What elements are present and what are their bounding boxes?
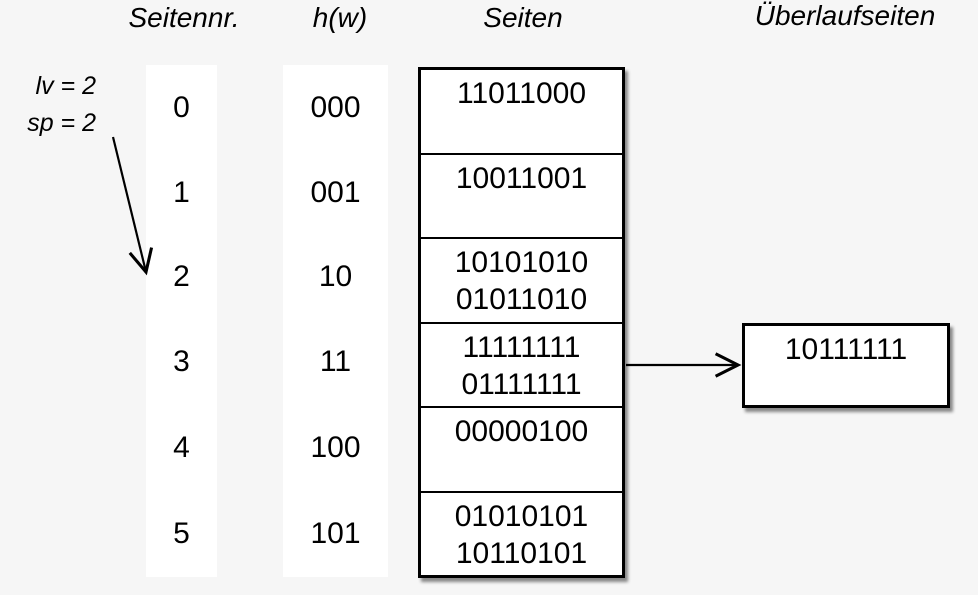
page-number-3: 3 [173,345,190,378]
page-entry: 10110101 [455,536,588,570]
page-number-2: 2 [173,260,190,293]
page-number-1: 1 [173,176,190,209]
page-entry: 11111111 [462,330,581,364]
split-pointer-arrow [111,136,154,276]
page-entry: 01010101 [454,499,589,533]
header-pages: Seiten [483,2,563,33]
header-page-number: Seitennr. [128,2,240,33]
split-pointer-label: sp = 2 [27,109,96,137]
page-row-0: 11011000 [421,70,622,155]
hash-value-3: 11 [319,345,352,378]
page-row-1: 10011001 [421,155,622,239]
state-annotation: lv = 2 sp = 2 [10,68,96,142]
header-hash-function: h(w) [312,2,368,33]
hash-value-5: 101 [310,517,361,550]
page-number-5: 5 [173,517,190,550]
page-entry: 01011010 [455,283,588,316]
hash-value-2: 10 [318,260,353,293]
page-number-0: 0 [173,91,190,124]
page-entry: 10101010 [454,246,589,279]
hash-value-4: 100 [310,431,361,464]
page-entry: 11011000 [456,77,587,110]
hash-value-1: 001 [310,176,361,209]
page-number-column [146,65,217,577]
overflow-page-entry: 10111111 [784,333,908,366]
level-label: lv = 2 [35,72,96,100]
page-row-4: 00000100 [421,408,622,493]
header-overflow-pages: Überlaufseiten [754,0,936,31]
overflow-page-box: 10111111 [742,323,950,408]
page-number-4: 4 [173,431,190,464]
hash-value-column [283,65,388,577]
hash-value-0: 000 [310,91,361,124]
page-entry: 01111111 [461,367,582,401]
page-row-5: 01010101 10110101 [421,493,622,576]
pages-table: 11011000 10011001 10101010 01011010 1111… [418,67,625,578]
page-row-2: 10101010 01011010 [421,239,622,324]
page-row-3: 11111111 01111111 [421,324,622,408]
page-entry: 10011001 [455,161,588,195]
page-entry: 00000100 [454,415,589,448]
